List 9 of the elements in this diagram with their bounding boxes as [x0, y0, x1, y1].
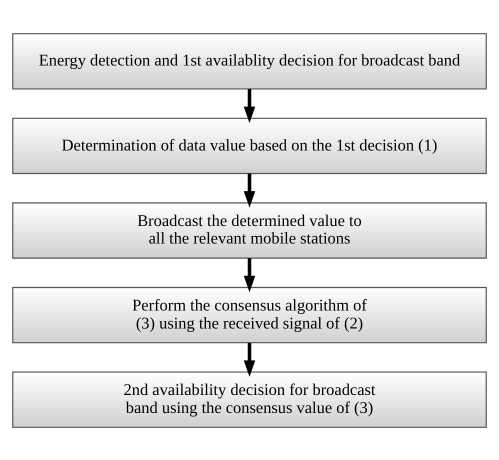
node-box: 2nd availability decision for broadcast band using the consensus value of (3) [12, 371, 487, 428]
node-box: Determination of data value based on the 1st decision (1) [12, 117, 487, 174]
arrow [244, 88, 256, 123]
arrow [244, 258, 256, 292]
node-box: Energy detection and 1st availablity decision for broadcast band [12, 32, 487, 89]
node-box: Broadcast the determined value to all the relevant mobile stations [12, 202, 487, 258]
node-box: Perform the consensus algorithm of (3) using the received signal of (2) [12, 286, 487, 343]
arrow [244, 342, 256, 376]
arrow [244, 173, 256, 208]
